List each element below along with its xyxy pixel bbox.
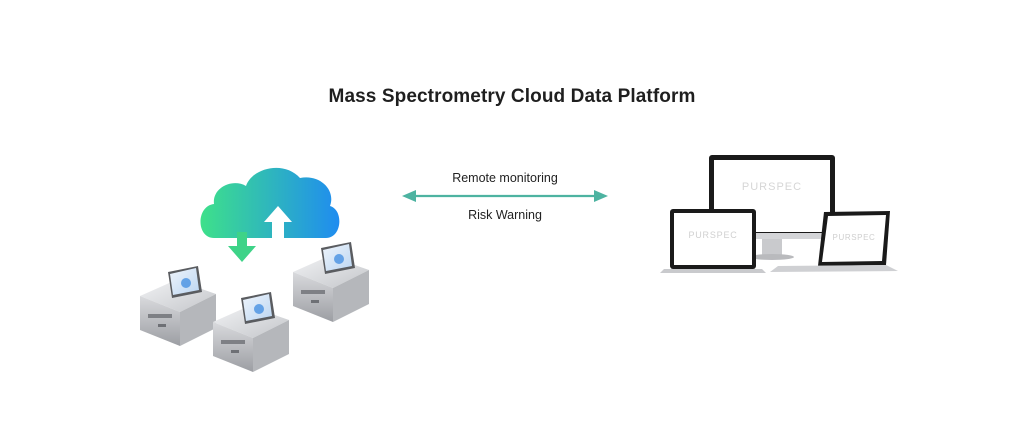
diagram-title: Mass Spectrometry Cloud Data Platform	[328, 86, 696, 107]
mass-spectrometer-device	[140, 266, 216, 346]
laptop-device: PURSPEC	[770, 211, 898, 272]
connection-arrow: Remote monitoring Risk Warning	[400, 168, 610, 228]
cloud-upload-download-icon	[200, 167, 340, 262]
mass-spectrometer-device	[213, 292, 289, 372]
brand-logo: PURSPEC	[742, 181, 802, 193]
laptop-device: PURSPEC	[660, 209, 766, 273]
brand-logo: PURSPEC	[688, 230, 737, 240]
double-arrow-icon	[402, 190, 608, 202]
brand-logo: PURSPEC	[833, 233, 876, 242]
risk-warning-label: Risk Warning	[468, 208, 542, 222]
remote-monitoring-label: Remote monitoring	[452, 171, 558, 185]
mass-spectrometer-device	[293, 242, 369, 322]
